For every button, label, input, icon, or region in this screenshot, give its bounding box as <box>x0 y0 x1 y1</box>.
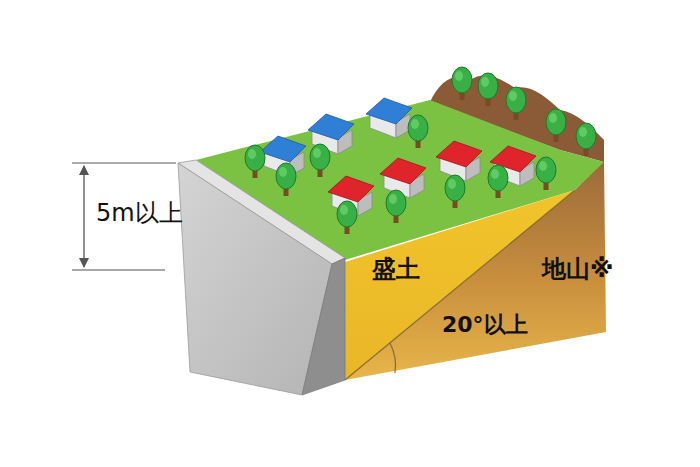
dimension-extension <box>72 162 176 163</box>
angle-arc <box>390 343 396 373</box>
retaining-wall <box>178 163 332 395</box>
fill-label: 盛土 <box>372 256 420 284</box>
angle-label: 20°以上 <box>442 312 528 337</box>
dimension-line <box>83 166 84 267</box>
height-dimension: 5m以上 <box>96 200 183 228</box>
dimension-extension <box>72 269 165 270</box>
ground-label: 地山※ <box>542 256 613 284</box>
wall-side <box>302 258 345 395</box>
